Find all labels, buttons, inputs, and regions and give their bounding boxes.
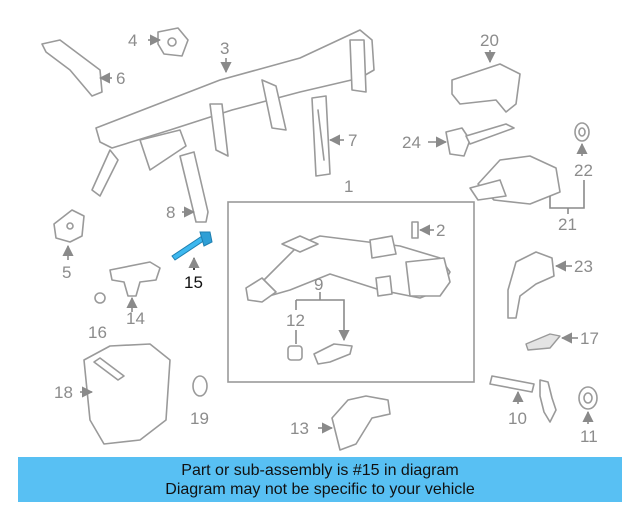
callout-13: 13 (290, 419, 309, 438)
part-22-ring[interactable]: 22 (574, 122, 593, 180)
part-3-cross-car-beam[interactable]: 3 (91, 29, 375, 197)
part-10-lock-cylinder[interactable]: 10 (489, 375, 557, 428)
part-21-housing[interactable]: 21 (469, 155, 585, 234)
part-4-bracket[interactable]: 4 (128, 27, 189, 57)
part-17-plate[interactable]: 17 (525, 329, 599, 351)
part-20-column-cover[interactable]: 20 (451, 31, 521, 113)
part-18-lower-cover[interactable]: 18 (54, 343, 171, 445)
callout-12: 12 (286, 311, 305, 330)
callout-23: 23 (574, 257, 593, 276)
banner-line-2: Diagram may not be specific to your vehi… (165, 481, 475, 498)
callout-24: 24 (402, 133, 421, 152)
callout-4: 4 (128, 31, 137, 50)
part-6-bracket[interactable]: 6 (41, 39, 125, 97)
part-5-bracket[interactable]: 5 (53, 209, 85, 282)
part-13-bracket[interactable]: 13 (290, 395, 391, 451)
parts-diagram: 6 4 3 20 7 24 (41, 27, 599, 451)
part-24-switch[interactable]: 24 (402, 123, 515, 157)
callout-5: 5 (62, 263, 71, 282)
part-23-switch[interactable]: 23 (507, 251, 593, 319)
callout-16: 16 (88, 323, 107, 342)
callout-3: 3 (220, 39, 229, 58)
part-16-nut[interactable]: 16 (88, 292, 107, 342)
part-15-bolt[interactable]: 15 (171, 231, 213, 292)
callout-19: 19 (190, 409, 209, 428)
part-1-steering-column-assembly[interactable]: 1 12 9 (227, 177, 475, 383)
callout-22: 22 (574, 161, 593, 180)
part-2-screw[interactable]: 2 (411, 221, 445, 240)
part-19-grommet[interactable]: 19 (190, 375, 209, 428)
callout-14: 14 (126, 309, 145, 328)
part-9-lever[interactable]: 9 (296, 275, 353, 365)
callout-7: 7 (348, 131, 357, 150)
callout-2: 2 (436, 221, 445, 240)
callout-11: 11 (580, 427, 598, 446)
callout-15: 15 (184, 273, 203, 292)
callout-18: 18 (54, 383, 73, 402)
callout-20: 20 (480, 31, 499, 50)
part-7-plate[interactable]: 7 (311, 95, 357, 177)
part-8-brace[interactable]: 8 (166, 151, 209, 223)
callout-9: 9 (314, 275, 323, 294)
callout-1: 1 (344, 177, 353, 196)
part-11-ring[interactable]: 11 (578, 386, 598, 446)
callout-8: 8 (166, 203, 175, 222)
callout-6: 6 (116, 69, 125, 88)
banner-line-1: Part or sub-assembly is #15 in diagram (181, 462, 459, 479)
part-12-bushing[interactable]: 12 (286, 311, 305, 361)
part-14-clamp[interactable]: 14 (109, 261, 161, 328)
callout-17: 17 (580, 329, 599, 348)
callout-21: 21 (558, 215, 577, 234)
info-banner: Part or sub-assembly is #15 in diagram D… (18, 457, 622, 502)
callout-10: 10 (508, 409, 527, 428)
